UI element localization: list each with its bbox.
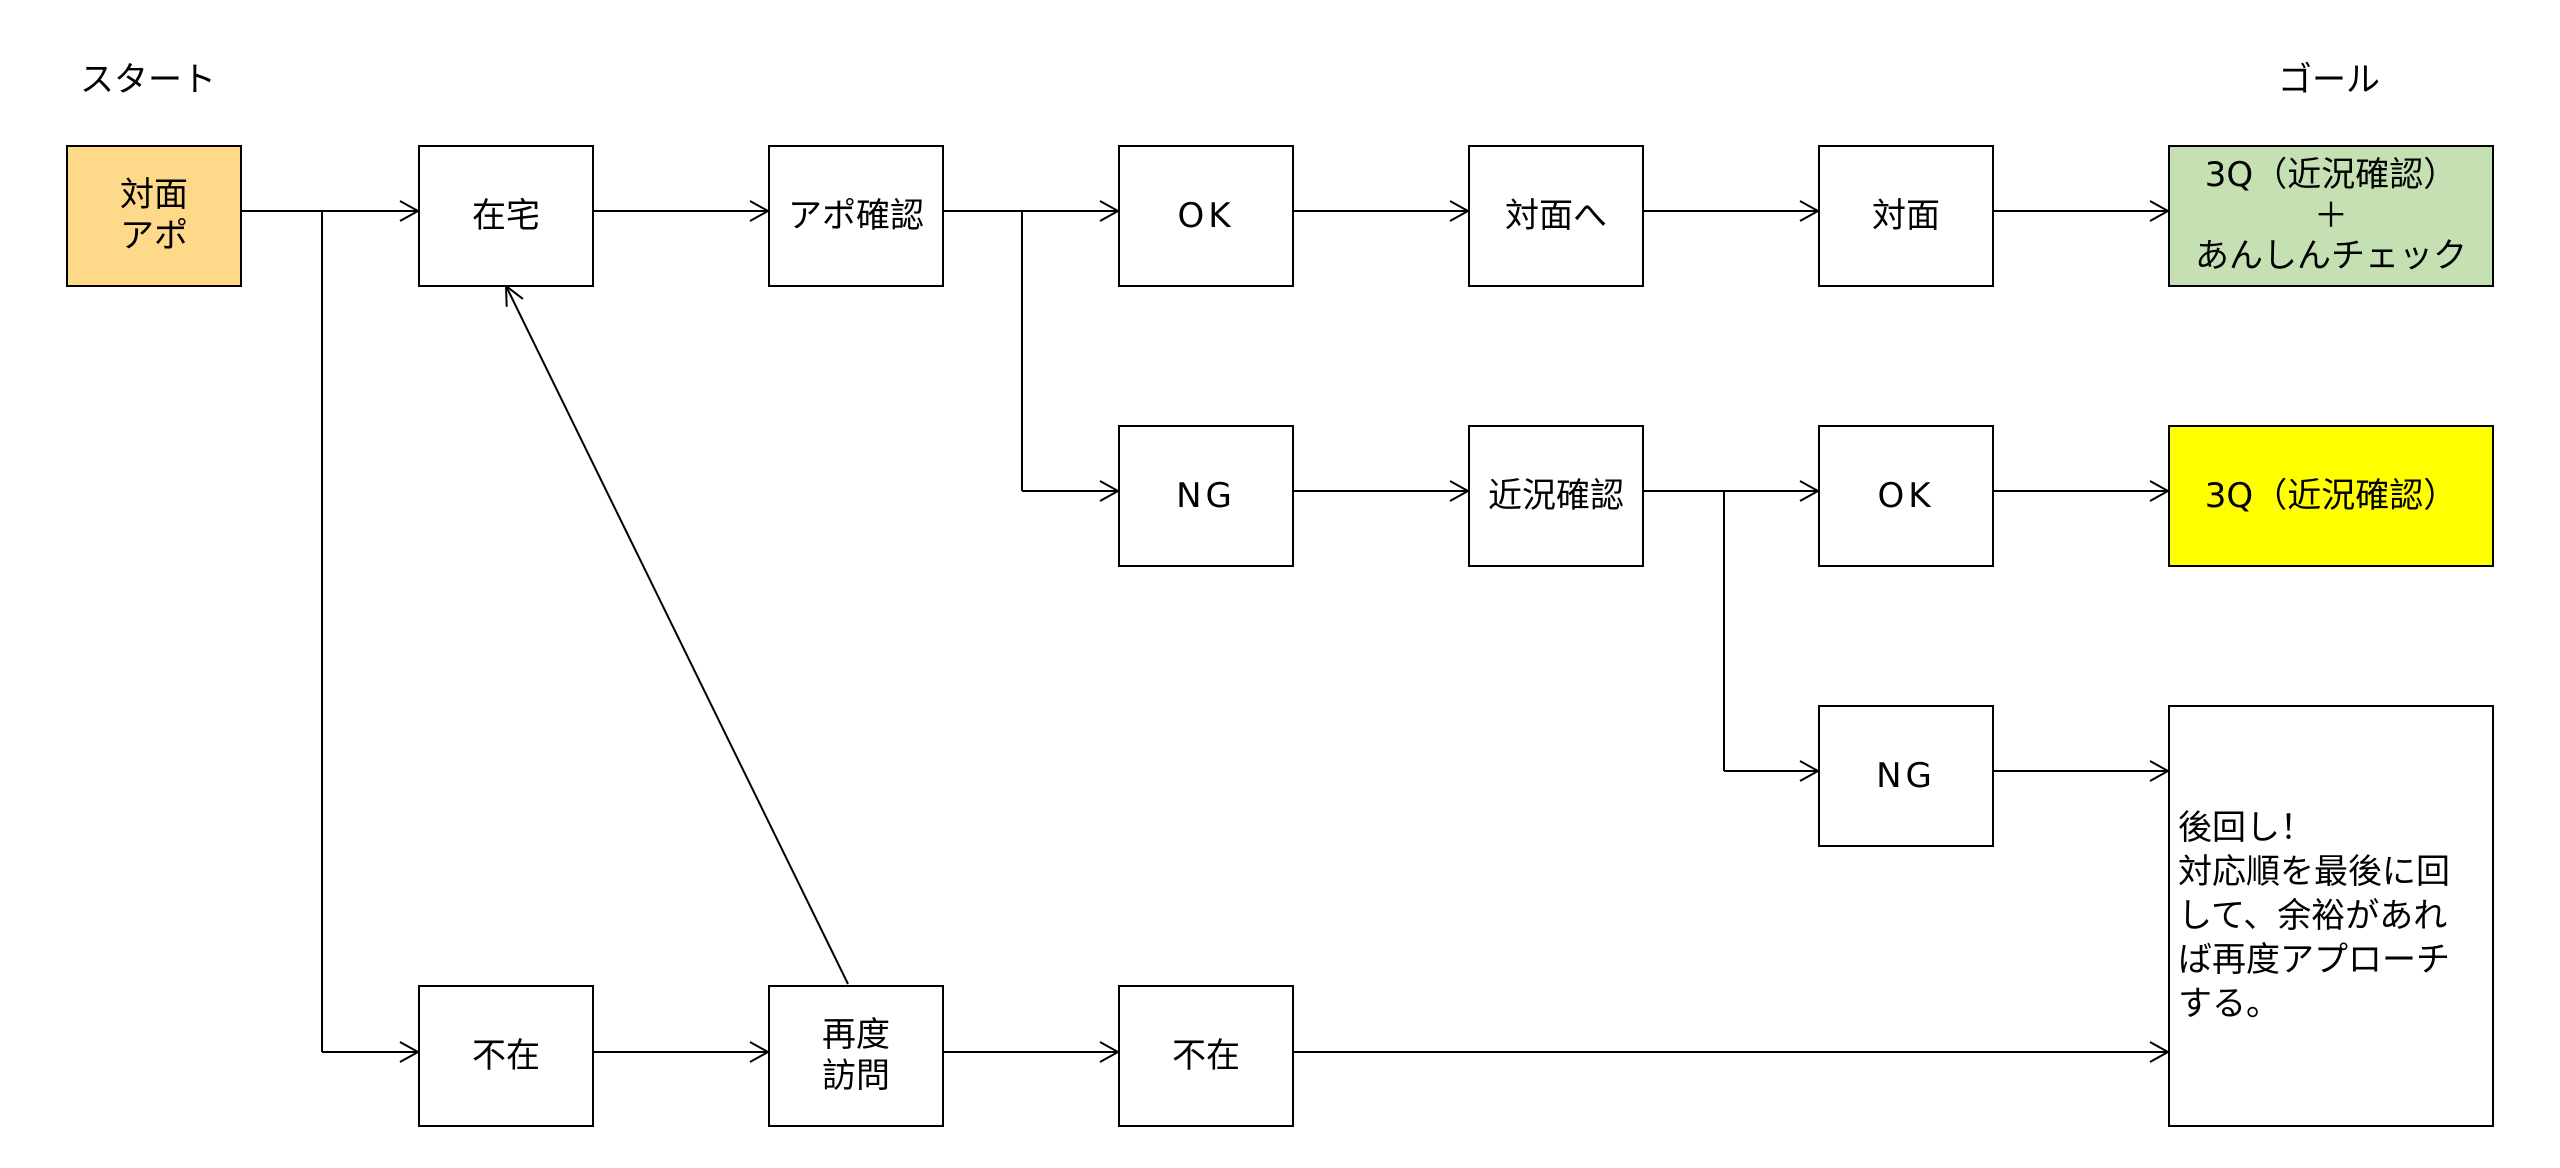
node-text: 3Q（近況確認） <box>2204 154 2458 195</box>
node-text: 対面 <box>120 175 188 216</box>
note-line: ば再度アプローチ <box>2178 940 2450 981</box>
appo-check-node: アポ確認 <box>768 145 944 287</box>
node-text: NG <box>1176 475 1236 516</box>
node-text: 近況確認 <box>1488 475 1624 516</box>
absent-node-2: 不在 <box>1118 985 1294 1127</box>
goal-label: ゴール <box>2278 60 2380 100</box>
ng-node-1: NG <box>1118 425 1294 567</box>
node-text: 不在 <box>1172 1035 1240 1076</box>
absent-node-1: 不在 <box>418 985 594 1127</box>
note-line: 後回し！ <box>2178 807 2314 848</box>
node-text: NG <box>1876 755 1936 796</box>
goal-node-yellow: 3Q（近況確認） <box>2168 425 2494 567</box>
postpone-note: 後回し！ 対応順を最後に回 して、余裕があれ ば再度アプローチ する。 <box>2168 705 2494 1127</box>
ng-node-2: NG <box>1818 705 1994 847</box>
ok-node-1: OK <box>1118 145 1294 287</box>
node-text: 再度 <box>822 1015 890 1056</box>
node-text: 3Q（近況確認） <box>2204 475 2458 516</box>
connector-revisit-home <box>505 285 849 985</box>
node-text: 対面へ <box>1505 195 1607 236</box>
start-node: 対面 アポ <box>66 145 242 287</box>
note-line: する。 <box>2178 984 2280 1025</box>
status-check-node: 近況確認 <box>1468 425 1644 567</box>
note-line: して、余裕があれ <box>2178 895 2448 936</box>
start-label: スタート <box>80 60 216 100</box>
node-text: 訪問 <box>822 1056 890 1096</box>
revisit-node: 再度 訪問 <box>768 985 944 1127</box>
goal-node-green: 3Q（近況確認） ＋ あんしんチェック <box>2168 145 2494 287</box>
node-text: あんしんチェック <box>2195 236 2467 277</box>
node-text: OK <box>1177 195 1235 236</box>
home-node: 在宅 <box>418 145 594 287</box>
to-face-node: 対面へ <box>1468 145 1644 287</box>
node-text: ＋ <box>2314 195 2348 236</box>
node-text: アポ <box>120 216 188 256</box>
note-line: 対応順を最後に回 <box>2178 851 2450 892</box>
node-text: 在宅 <box>472 195 540 236</box>
face-node: 対面 <box>1818 145 1994 287</box>
node-text: 不在 <box>472 1035 540 1076</box>
ok-node-2: OK <box>1818 425 1994 567</box>
node-text: OK <box>1877 475 1935 516</box>
node-text: 対面 <box>1872 195 1940 236</box>
node-text: アポ確認 <box>788 195 924 236</box>
